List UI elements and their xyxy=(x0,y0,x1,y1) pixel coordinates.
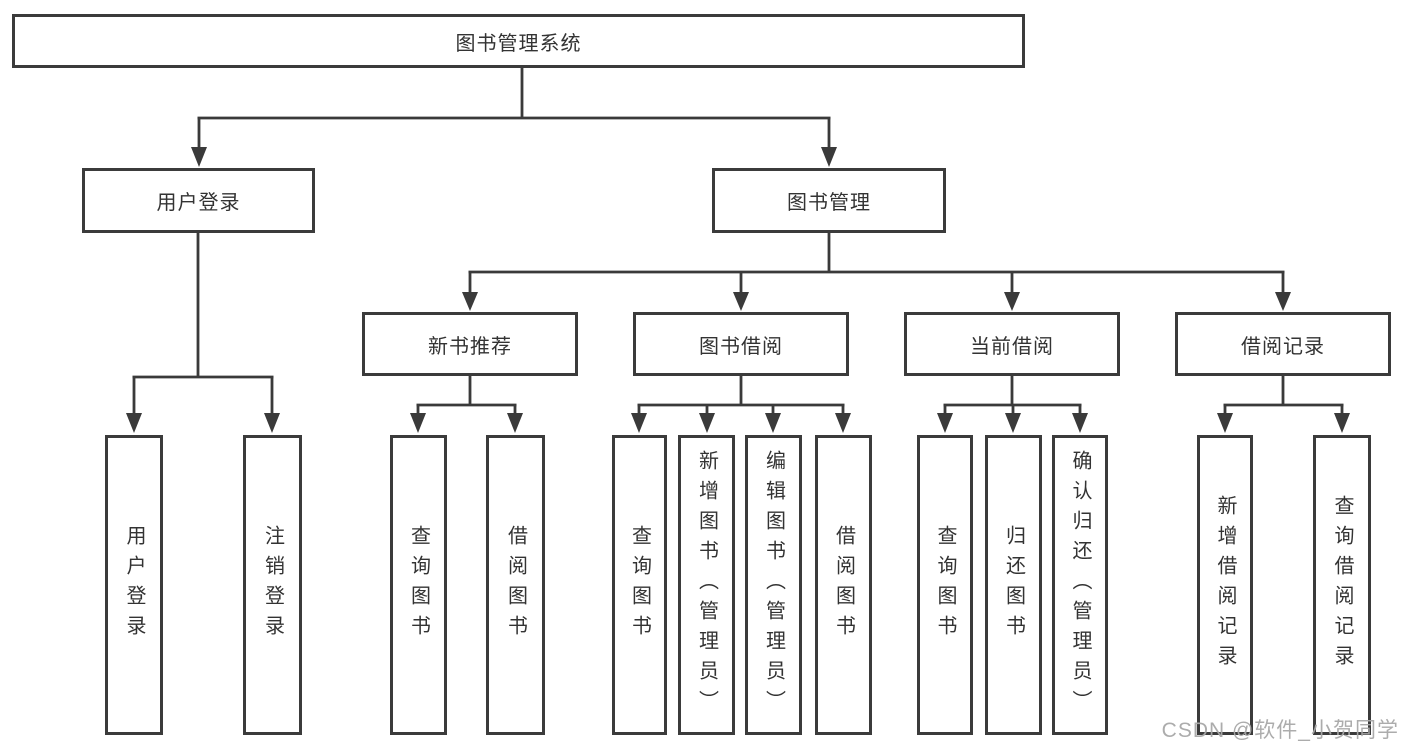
leaf-query-book-borrow: 查询图书 xyxy=(612,435,667,735)
node-borrow-record-label: 借阅记录 xyxy=(1241,335,1325,358)
leaf-query-book-borrow-label: 查询图书 xyxy=(628,525,651,645)
leaf-confirm-return-admin-label: 确认归还（管理员） xyxy=(1069,450,1091,720)
leaf-add-book-admin: 新增图书（管理员） xyxy=(678,435,735,735)
leaf-user-login-label: 用户登录 xyxy=(123,525,145,645)
connector-book-management-to-level2 xyxy=(462,233,1291,311)
node-book-management-label: 图书管理 xyxy=(787,192,871,214)
leaf-borrow-book: 借阅图书 xyxy=(815,435,872,735)
node-book-borrow: 图书借阅 xyxy=(633,312,849,376)
connector-new-book-to-leaves xyxy=(410,376,523,433)
connector-user-login-to-leaves xyxy=(126,233,280,433)
node-new-book-recommend: 新书推荐 xyxy=(362,312,578,376)
leaf-add-book-admin-label: 新增图书（管理员） xyxy=(695,450,718,720)
connector-borrow-record-to-leaves xyxy=(1217,376,1350,433)
leaf-borrow-book-recommend-label: 借阅图书 xyxy=(504,525,527,645)
node-borrow-record: 借阅记录 xyxy=(1175,312,1391,376)
leaf-query-book-current: 查询图书 xyxy=(917,435,973,735)
leaf-return-book-label: 归还图书 xyxy=(1002,525,1025,645)
leaf-add-borrow-record: 新增借阅记录 xyxy=(1197,435,1253,735)
connector-root-to-level1 xyxy=(191,68,837,167)
node-root-system: 图书管理系统 xyxy=(12,14,1025,68)
leaf-query-borrow-record-label: 查询借阅记录 xyxy=(1331,495,1353,675)
leaf-borrow-book-recommend: 借阅图书 xyxy=(486,435,545,735)
leaf-edit-book-admin: 编辑图书（管理员） xyxy=(745,435,802,735)
node-current-borrow: 当前借阅 xyxy=(904,312,1120,376)
leaf-user-login: 用户登录 xyxy=(105,435,163,735)
leaf-add-borrow-record-label: 新增借阅记录 xyxy=(1214,495,1236,675)
connector-current-borrow-to-leaves xyxy=(937,376,1088,433)
node-current-borrow-label: 当前借阅 xyxy=(970,335,1054,358)
connector-book-borrow-to-leaves xyxy=(631,376,851,433)
leaf-query-borrow-record: 查询借阅记录 xyxy=(1313,435,1371,735)
leaf-query-book-recommend: 查询图书 xyxy=(390,435,447,735)
csdn-watermark: CSDN @软件_小贺同学 xyxy=(1161,719,1399,742)
leaf-query-book-current-label: 查询图书 xyxy=(934,525,956,645)
leaf-logout-label: 注销登录 xyxy=(261,525,284,645)
node-book-borrow-label: 图书借阅 xyxy=(699,335,783,358)
leaf-borrow-book-label: 借阅图书 xyxy=(832,525,855,645)
leaf-logout: 注销登录 xyxy=(243,435,302,735)
node-root-label: 图书管理系统 xyxy=(455,32,582,55)
leaf-return-book: 归还图书 xyxy=(985,435,1042,735)
node-user-login: 用户登录 xyxy=(82,168,315,233)
leaf-edit-book-admin-label: 编辑图书（管理员） xyxy=(762,450,785,720)
leaf-confirm-return-admin: 确认归还（管理员） xyxy=(1052,435,1108,735)
node-book-management: 图书管理 xyxy=(712,168,946,233)
node-user-login-label: 用户登录 xyxy=(156,192,241,214)
leaf-query-book-recommend-label: 查询图书 xyxy=(407,525,430,645)
node-new-book-recommend-label: 新书推荐 xyxy=(428,335,512,358)
